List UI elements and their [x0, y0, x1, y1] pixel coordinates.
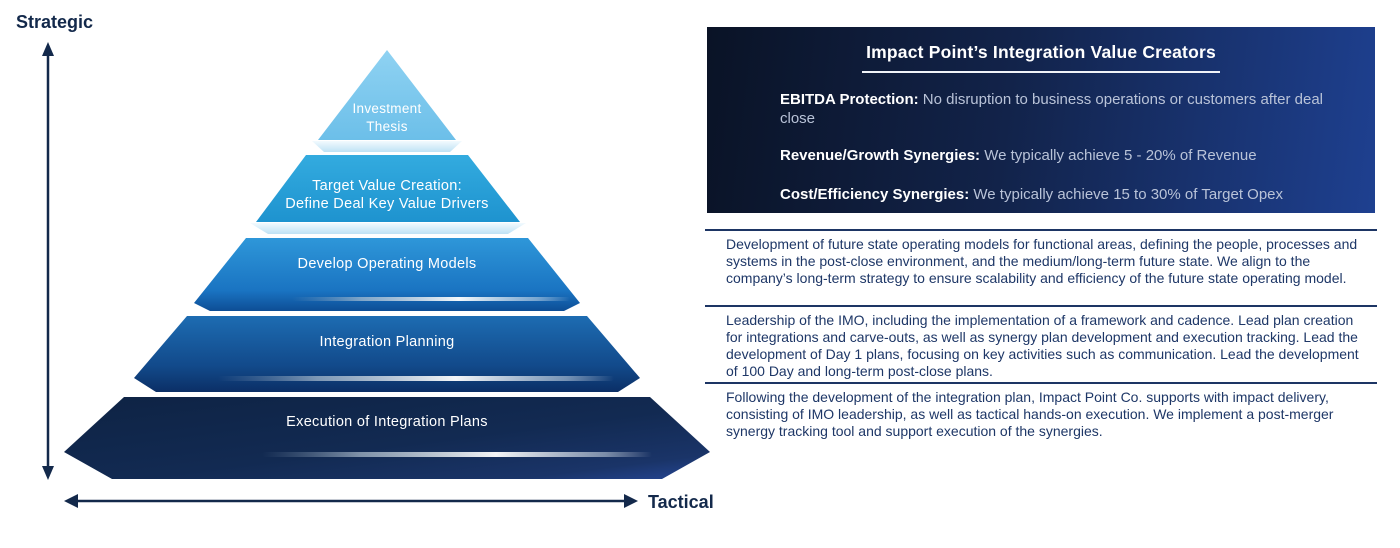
pyramid-tier-develop-operating-models: Develop Operating Models	[194, 238, 580, 311]
panel-item-revenue-growth-synergies: Revenue/Growth Synergies: We typically a…	[780, 146, 1325, 165]
pyramid-tier-execution-of-integration-plans: Execution of Integration Plans	[64, 397, 710, 479]
panel-title: Impact Point’s Integration Value Creator…	[866, 42, 1216, 62]
tier-label: Target Value Creation:	[312, 178, 462, 194]
tier-label: Execution of Integration Plans	[286, 414, 488, 430]
value-creators-panel: Impact Point’s Integration Value Creator…	[707, 27, 1375, 213]
arrow-left-icon	[64, 494, 78, 508]
panel-title-underline	[862, 71, 1220, 73]
description-text: Development of future state operating mo…	[726, 236, 1358, 286]
description-integration-planning: Leadership of the IMO, including the imp…	[705, 305, 1377, 380]
tier-bevel	[250, 223, 526, 234]
arrow-down-icon	[42, 466, 54, 480]
panel-item-text: No disruption to business operations or …	[780, 91, 1324, 127]
panel-item-label: EBITDA Protection:	[780, 91, 919, 108]
tier-label: Thesis	[366, 119, 408, 134]
pyramid-tier-investment-thesis: Investment Thesis	[312, 50, 462, 152]
panel-item-text: We typically achieve 5 - 20% of Revenue	[984, 147, 1257, 164]
pyramid-diagram: Strategic Tactical Investment Thesis Tar…	[16, 12, 714, 512]
tactical-axis: Tactical	[64, 492, 714, 512]
description-execution-of-integration-plans: Following the development of the integra…	[705, 382, 1377, 440]
tier-label: Investment	[352, 101, 421, 116]
strategic-axis: Strategic	[16, 12, 93, 480]
panel-items: EBITDA Protection: No disruption to busi…	[707, 90, 1325, 204]
tier-label: Develop Operating Models	[298, 256, 477, 272]
description-develop-operating-models: Development of future state operating mo…	[705, 229, 1377, 287]
description-text: Following the development of the integra…	[726, 389, 1334, 439]
panel-item-label: Cost/Efficiency Synergies:	[780, 186, 970, 203]
tier-label: Define Deal Key Value Drivers	[285, 196, 488, 212]
panel-item-cost-efficiency-synergies: Cost/Efficiency Synergies: We typically …	[780, 185, 1325, 204]
strategic-axis-label: Strategic	[16, 12, 93, 32]
tier-gloss-streak	[262, 452, 652, 457]
panel-item-ebitda-protection: EBITDA Protection: No disruption to busi…	[780, 90, 1325, 128]
tier-label: Integration Planning	[320, 334, 455, 350]
panel-item-text: We typically achieve 15 to 30% of Target…	[973, 186, 1284, 203]
tier-bevel	[312, 141, 462, 152]
tier-gloss-streak	[292, 297, 570, 301]
arrow-right-icon	[624, 494, 638, 508]
description-text: Leadership of the IMO, including the imp…	[726, 312, 1359, 379]
tactical-axis-label: Tactical	[648, 492, 714, 512]
pyramid-tier-integration-planning: Integration Planning	[134, 316, 640, 392]
tier-gloss-streak	[218, 376, 614, 381]
pyramid-tier-target-value-creation: Target Value Creation: Define Deal Key V…	[250, 155, 526, 234]
panel-item-label: Revenue/Growth Synergies:	[780, 147, 981, 164]
arrow-up-icon	[42, 42, 54, 56]
